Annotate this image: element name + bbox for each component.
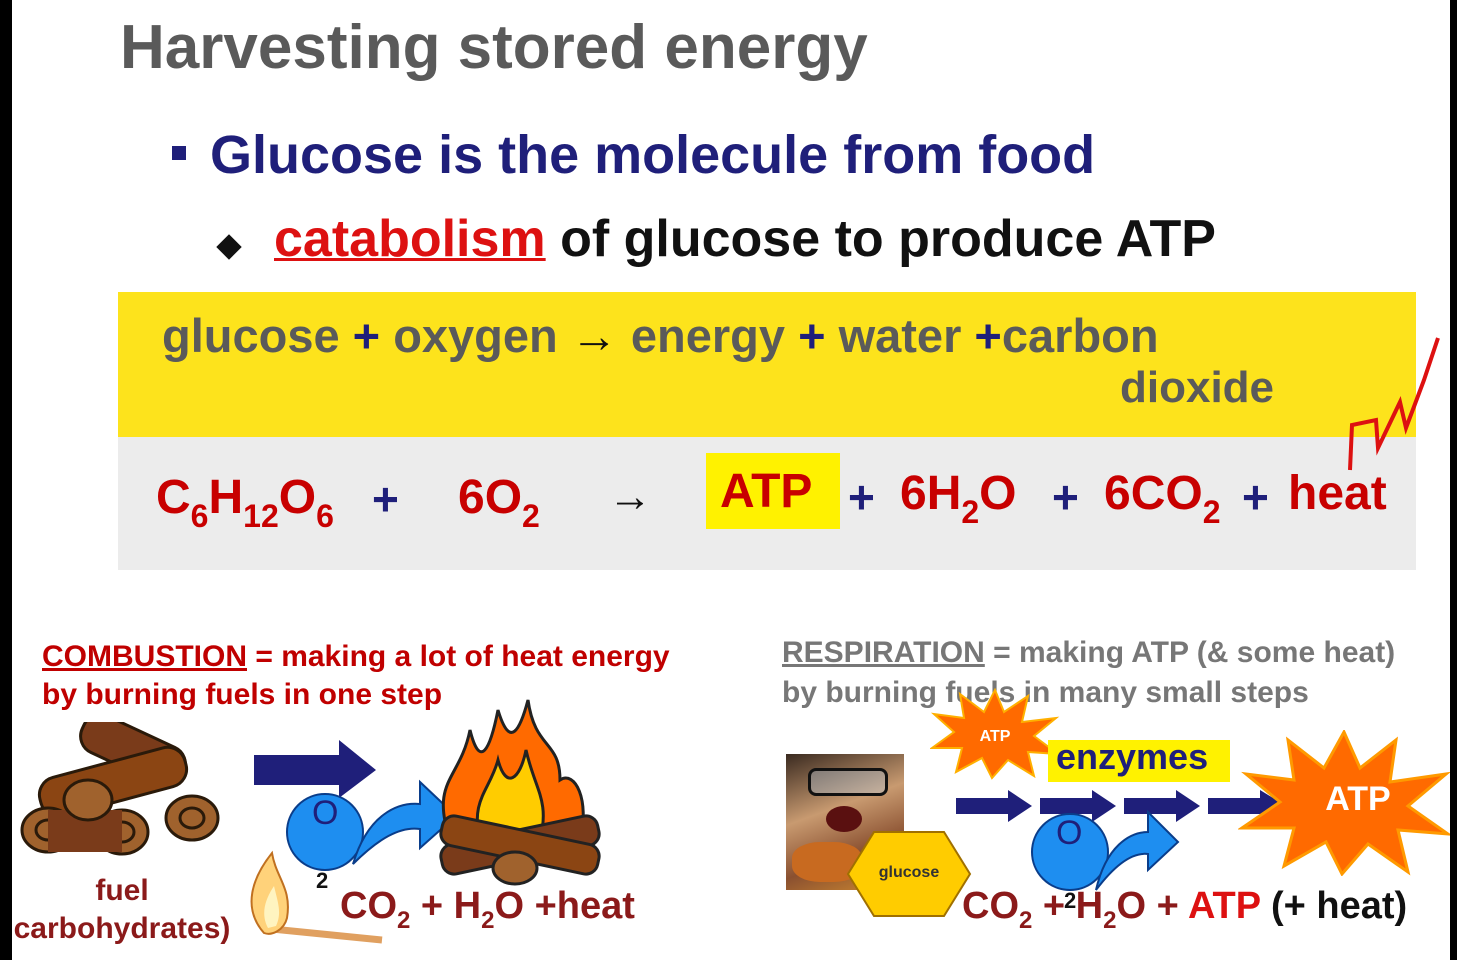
oxygen-formula: 6O2 bbox=[458, 471, 540, 534]
eq-plus-2: + bbox=[798, 309, 826, 362]
step-arrow-icon bbox=[956, 790, 1032, 822]
eq-carbon: carbon bbox=[1001, 309, 1159, 362]
curved-arrow-icon bbox=[352, 779, 458, 865]
respiration-side-label: respiration bbox=[60, 295, 120, 545]
eq-water: water bbox=[838, 309, 962, 362]
oxygen-sphere-right-icon bbox=[1031, 813, 1109, 891]
glucose-formula: C6H12O6 bbox=[156, 471, 334, 534]
eq-plus-1: + bbox=[352, 309, 381, 362]
match-icon bbox=[250, 850, 383, 944]
eq-arrow: → bbox=[570, 309, 618, 362]
oxygen-symbol-right: O bbox=[1056, 814, 1083, 852]
campfire-icon bbox=[439, 699, 601, 886]
eq-plus-3: + bbox=[974, 309, 1002, 362]
fuel-label: fuel carbohydrates) bbox=[13, 874, 231, 945]
oxygen-symbol-left: O bbox=[312, 794, 339, 832]
oxygen-subscript-left: 2 bbox=[316, 868, 329, 893]
big-atp-burst-icon bbox=[1238, 730, 1450, 876]
oxygen-subscript-right: 2 bbox=[1064, 888, 1077, 913]
eq-glucose: glucose bbox=[162, 309, 340, 362]
slide: Harvesting stored energy Glucose is the … bbox=[12, 0, 1450, 960]
word-equation-band bbox=[118, 292, 1416, 437]
enzymes-label: enzymes bbox=[1056, 736, 1209, 777]
atp-highlight-box bbox=[706, 453, 840, 529]
eq-energy: energy bbox=[630, 309, 785, 362]
water-formula: 6H2O bbox=[900, 467, 1017, 530]
chem-plus-2: + bbox=[848, 471, 875, 523]
bullet-glucose: Glucose is the molecule from food bbox=[210, 125, 1096, 185]
chem-plus-4: + bbox=[1242, 471, 1269, 523]
heat-zigzag-icon bbox=[1348, 337, 1440, 471]
glucose-hexagon bbox=[846, 831, 972, 917]
enzymes-box bbox=[1048, 740, 1230, 782]
oxygen-sphere-icon bbox=[286, 793, 364, 871]
eq-oxygen: oxygen bbox=[393, 309, 558, 362]
combustion-products: CO2 + H2O +heat bbox=[340, 885, 635, 934]
step-arrow-icon bbox=[1124, 790, 1200, 822]
step-arrows bbox=[956, 790, 1286, 822]
chem-arrow: → bbox=[608, 472, 652, 521]
chem-plus-3: + bbox=[1052, 471, 1079, 523]
catabolism-rest: of glucose to produce ATP bbox=[560, 210, 1216, 268]
big-atp-label: ATP bbox=[1325, 780, 1391, 818]
logs-icon bbox=[20, 722, 220, 856]
slide-title: Harvesting stored energy bbox=[120, 13, 868, 82]
respiration-products: CO2 + H2O + ATP (+ heat) bbox=[962, 885, 1408, 934]
respiration-caption-1: RESPIRATION = making ATP (& some heat) bbox=[782, 636, 1396, 669]
small-atp-label: ATP bbox=[979, 728, 1011, 745]
eq-dioxide: dioxide bbox=[1120, 363, 1275, 412]
atp-formula: ATP bbox=[720, 465, 813, 518]
catabolism-keyword: catabolism bbox=[274, 210, 546, 268]
step-arrow-icon bbox=[1040, 790, 1116, 822]
co2-formula: 6CO2 bbox=[1104, 467, 1221, 530]
navy-arrow-icon bbox=[254, 740, 376, 798]
respiration-term: RESPIRATION bbox=[782, 636, 985, 669]
word-equation: glucose + oxygen → energy + water +carbo… bbox=[162, 308, 1159, 363]
diamond-bullet-icon bbox=[216, 234, 242, 260]
combustion-caption-2: by burning fuels in one step bbox=[42, 678, 443, 711]
small-atp-burst-icon bbox=[930, 688, 1060, 780]
heat-label: heat bbox=[1288, 467, 1387, 520]
respiration-caption-2: by burning fuels in many small steps bbox=[782, 676, 1309, 709]
glucose-hexagon-label: glucose bbox=[878, 864, 940, 881]
curved-arrow-right-icon bbox=[1095, 809, 1180, 891]
bullet-catabolism: catabolism of glucose to produce ATP bbox=[274, 209, 1216, 269]
combustion-term: COMBUSTION bbox=[42, 640, 247, 673]
chem-plus-1: + bbox=[372, 473, 399, 525]
combustion-caption-1: COMBUSTION = making a lot of heat energy bbox=[42, 640, 670, 673]
square-bullet-icon bbox=[172, 146, 186, 160]
